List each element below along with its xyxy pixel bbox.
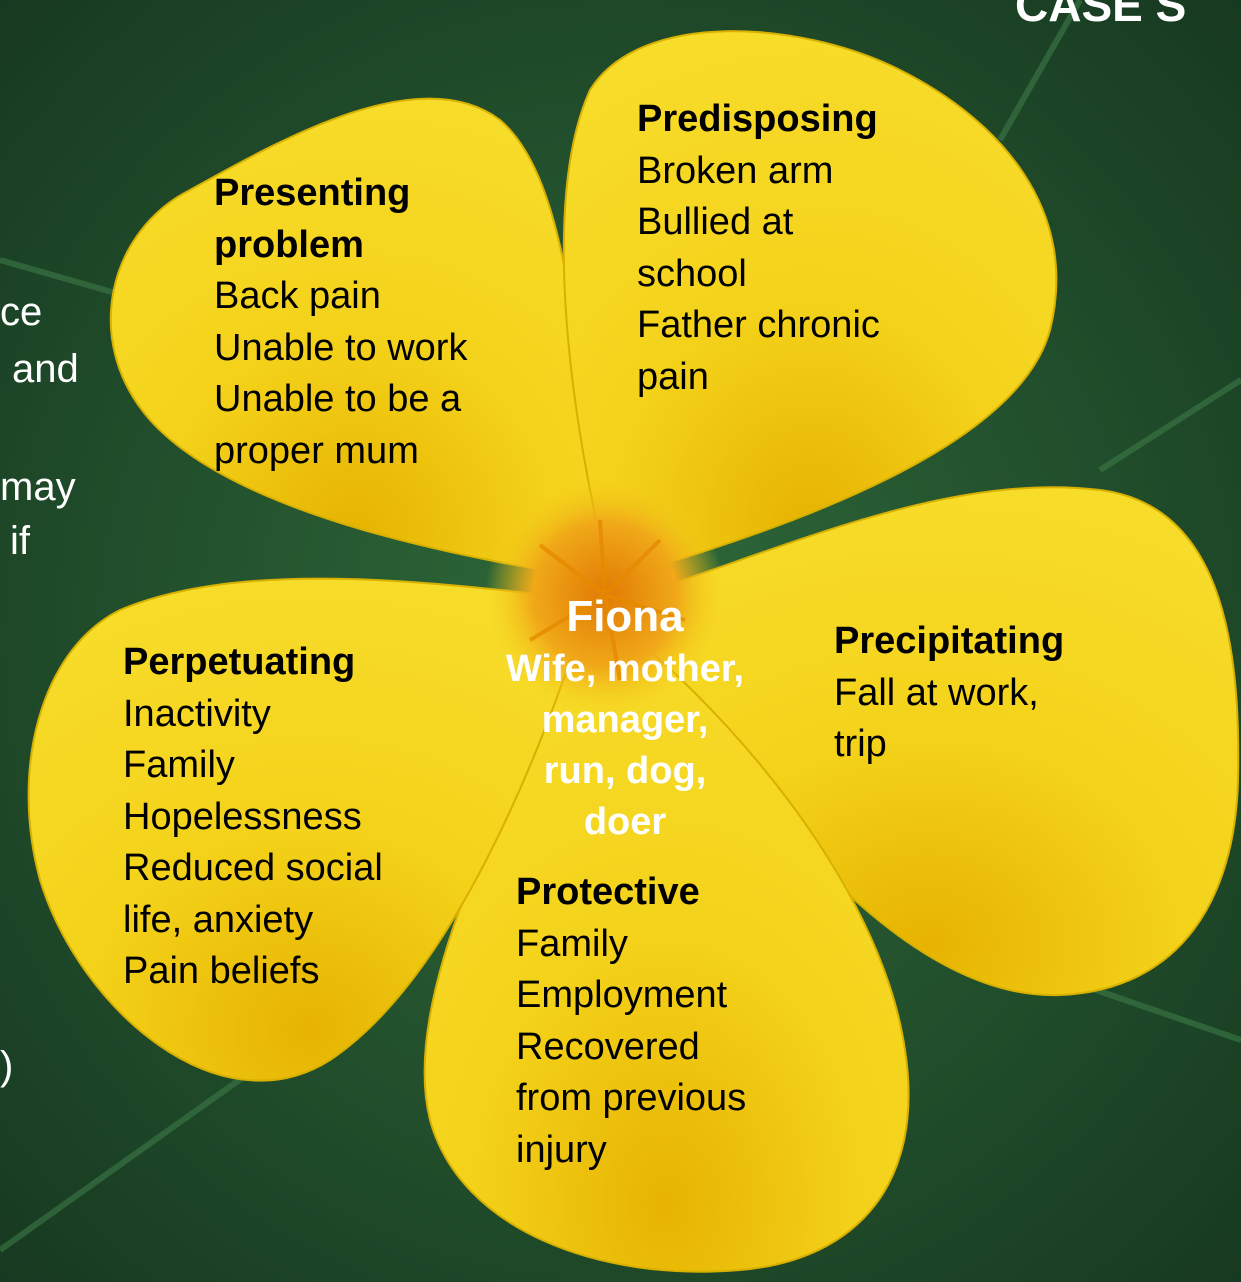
left-edge-text-fragment: ) [0,1046,13,1086]
predisposing-heading: Predisposing [637,94,880,146]
perpetuating-section: Perpetuating Inactivity Family Hopelessn… [123,637,383,998]
protective-item: from previous [516,1073,746,1125]
perpetuating-item: Hopelessness [123,792,383,844]
protective-item: Recovered [516,1022,746,1074]
slide-title-fragment: CASE S [1015,0,1186,32]
perpetuating-item: Pain beliefs [123,946,383,998]
presenting-item: Unable to be a [214,374,467,426]
predisposing-item: school [637,249,880,301]
presenting-item: Back pain [214,271,467,323]
precipitating-item: trip [834,719,1064,771]
presenting-problem-heading: Presenting problem [214,168,454,271]
perpetuating-heading: Perpetuating [123,637,383,689]
precipitating-item: Fall at work, [834,668,1064,720]
predisposing-item: Father chronic [637,300,880,352]
perpetuating-item: Family [123,740,383,792]
center-person: Fiona Wife, mother, manager, run, dog, d… [470,590,780,848]
predisposing-item: Bullied at [637,197,880,249]
protective-section: Protective Family Employment Recovered f… [516,867,746,1176]
protective-item: Employment [516,970,746,1022]
precipitating-heading: Precipitating [834,616,1064,668]
left-edge-text-fragment: and [12,349,79,389]
precipitating-section: Precipitating Fall at work, trip [834,616,1064,771]
protective-item: injury [516,1125,746,1177]
person-description: Wife, mother, manager, run, dog, doer [470,644,780,848]
perpetuating-item: Inactivity [123,689,383,741]
left-edge-text-fragment: if [10,521,30,561]
presenting-item: proper mum [214,426,467,478]
perpetuating-item: Reduced social [123,843,383,895]
protective-heading: Protective [516,867,746,919]
perpetuating-item: life, anxiety [123,895,383,947]
protective-item: Family [516,919,746,971]
left-edge-text-fragment: ce [0,292,42,332]
person-name: Fiona [470,590,780,644]
predisposing-item: Broken arm [637,146,880,198]
left-edge-text-fragment: may [0,467,76,507]
presenting-problem-section: Presenting problem Back pain Unable to w… [214,168,467,477]
presenting-item: Unable to work [214,323,467,375]
predisposing-item: pain [637,352,880,404]
predisposing-section: Predisposing Broken arm Bullied at schoo… [637,94,880,403]
